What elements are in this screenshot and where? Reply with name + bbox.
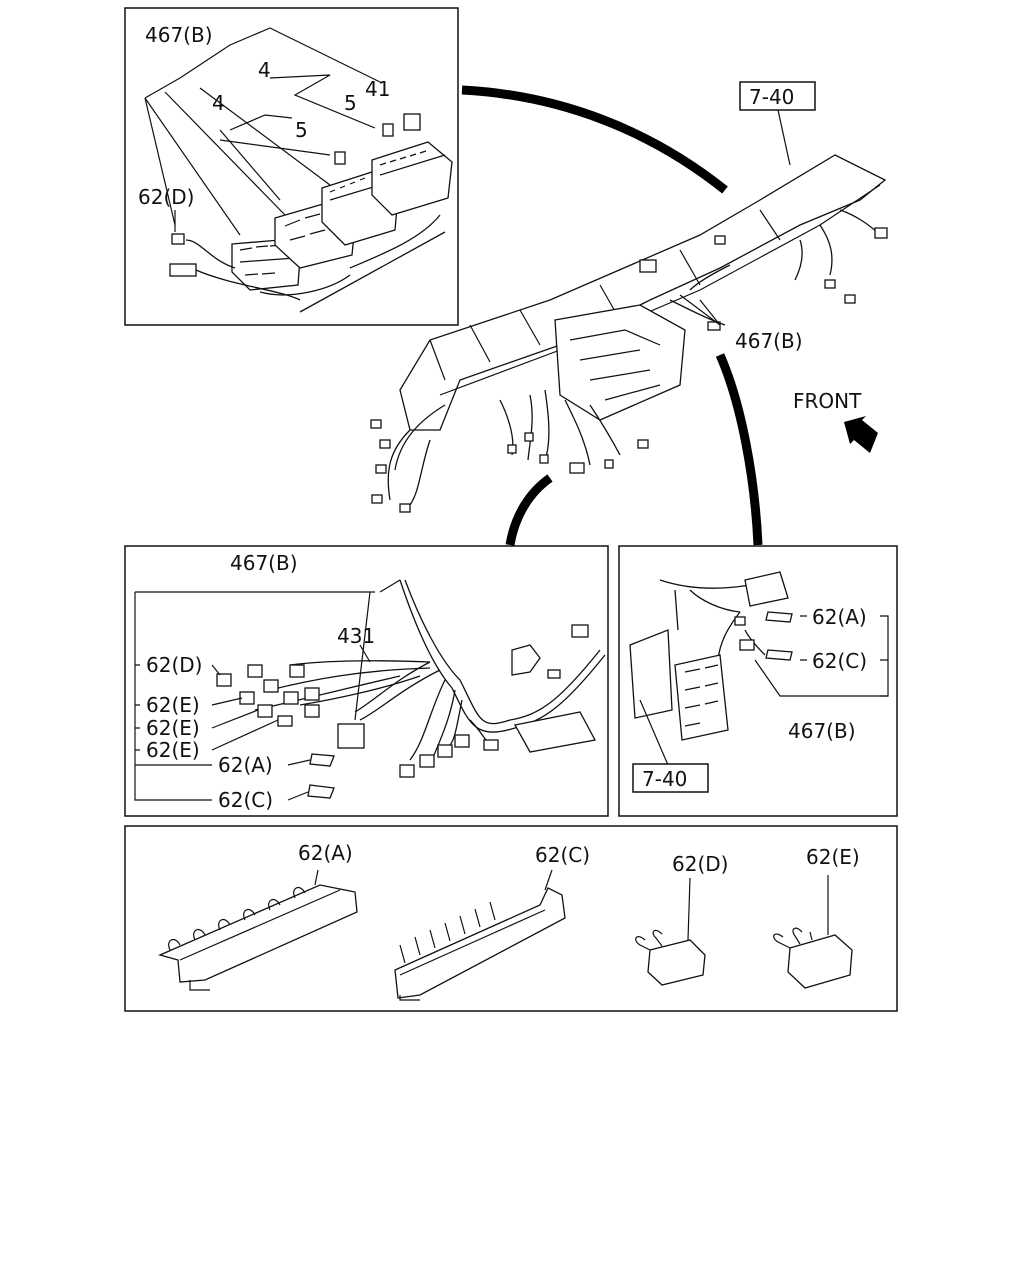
label-467b-midleft: 467(B) xyxy=(230,551,298,575)
label-41: 41 xyxy=(365,77,390,101)
label-4-lower: 4 xyxy=(212,91,225,115)
label-740-bottom: 7-40 xyxy=(642,767,687,791)
panel-top-left xyxy=(124,7,459,326)
label-62a-midleft: 62(A) xyxy=(218,753,273,777)
label-62a-midright: 62(A) xyxy=(812,605,867,629)
callout-arc-top xyxy=(461,85,728,194)
label-62c-midleft: 62(C) xyxy=(218,788,273,812)
fuse-block-detail xyxy=(629,571,889,766)
callout-arc-left xyxy=(505,474,553,546)
panel-middle-left xyxy=(124,545,609,817)
label-467b-main: 467(B) xyxy=(735,329,803,353)
label-62e-bottom: 62(E) xyxy=(806,845,860,869)
label-62c-midright: 62(C) xyxy=(812,649,867,673)
label-5-lower: 5 xyxy=(295,118,308,142)
connector-62d xyxy=(635,877,706,986)
label-467b-topleft: 467(B) xyxy=(145,23,213,47)
label-62a-bottom: 62(A) xyxy=(298,841,353,865)
ref-box-740-top xyxy=(739,81,816,111)
label-62e-3: 62(E) xyxy=(146,738,200,762)
ref-box-740-bottom xyxy=(632,763,709,793)
dashboard-harness-main xyxy=(370,109,888,513)
label-740-top: 7-40 xyxy=(749,85,794,109)
callout-arc-right xyxy=(715,353,763,546)
arrow-left-down-icon xyxy=(844,416,878,453)
connector-62e xyxy=(773,875,853,989)
connector-62c xyxy=(394,869,566,1001)
label-4-upper: 4 xyxy=(258,58,271,82)
label-62d-topleft: 62(D) xyxy=(138,185,194,209)
panel-middle-right xyxy=(618,545,898,817)
panel-bottom-connectors xyxy=(124,825,898,1012)
label-front: FRONT xyxy=(793,389,862,413)
label-431: 431 xyxy=(337,624,375,648)
label-62e-2: 62(E) xyxy=(146,716,200,740)
harness-branch-detail xyxy=(134,579,606,801)
label-467b-midright: 467(B) xyxy=(788,719,856,743)
connector-62a xyxy=(158,869,358,991)
relay-box-detail xyxy=(144,27,453,313)
label-62d-bottom: 62(D) xyxy=(672,852,728,876)
label-62c-bottom: 62(C) xyxy=(535,843,590,867)
label-62d-midleft: 62(D) xyxy=(146,653,202,677)
label-5-upper: 5 xyxy=(344,91,357,115)
label-62e-1: 62(E) xyxy=(146,693,200,717)
